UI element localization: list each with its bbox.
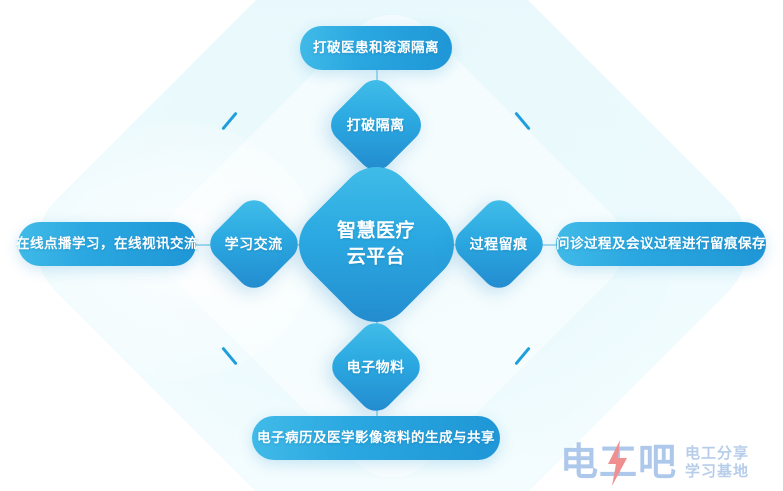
center-node-label: 智慧医疗 云平台 (337, 219, 415, 270)
detail-pill-top[interactable]: 打破医患和资源隔离 (300, 26, 452, 70)
connector-right-detail (533, 244, 557, 246)
watermark-brand: 电工吧 (560, 440, 678, 486)
branch-node-right[interactable]: 过程留痕 (448, 193, 550, 295)
lightning-bolt-icon (604, 440, 630, 486)
watermark-tagline: 电工分享 学习基地 (685, 444, 749, 481)
watermark-tagline-line2: 学习基地 (685, 462, 750, 480)
center-node-line1: 智慧医疗 (337, 220, 416, 242)
watermark-tagline-line1: 电工分享 (685, 443, 750, 462)
detail-pill-top-label: 打破医患和资源隔离 (313, 39, 439, 55)
branch-node-left-label: 学习交流 (225, 235, 284, 252)
branch-node-right-label: 过程留痕 (470, 235, 529, 252)
decorative-dash-bottom-left (221, 346, 238, 366)
decorative-dash-top-right (514, 111, 531, 131)
watermark: 电工吧 电工分享 学习基地 (560, 440, 749, 486)
detail-pill-bottom[interactable]: 电子病历及医学影像资料的生成与共享 (252, 416, 500, 460)
connector-left-detail (196, 244, 220, 246)
decorative-dash-top-left (221, 111, 238, 131)
decorative-dash-bottom-right (514, 346, 531, 366)
watermark-brand-char3: 吧 (638, 440, 678, 484)
branch-node-top-label: 打破隔离 (347, 116, 406, 133)
detail-pill-left[interactable]: 在线点播学习，在线视讯交流 (16, 222, 198, 266)
branch-node-top[interactable]: 打破隔离 (323, 72, 429, 178)
watermark-brand-char1: 电 (560, 440, 600, 484)
detail-pill-bottom-label: 电子病历及医学影像资料的生成与共享 (257, 429, 495, 445)
detail-pill-right[interactable]: 问诊过程及会议过程进行留痕保存 (556, 222, 766, 266)
center-node-line2: 云平台 (347, 246, 406, 268)
branch-node-left[interactable]: 学习交流 (203, 193, 305, 295)
branch-node-bottom[interactable]: 电子物料 (325, 316, 427, 418)
branch-node-bottom-label: 电子物料 (347, 358, 406, 375)
detail-pill-left-label: 在线点播学习，在线视讯交流 (16, 235, 198, 251)
detail-pill-right-label: 问诊过程及会议过程进行留痕保存 (556, 235, 766, 251)
center-node[interactable]: 智慧医疗 云平台 (283, 151, 470, 338)
